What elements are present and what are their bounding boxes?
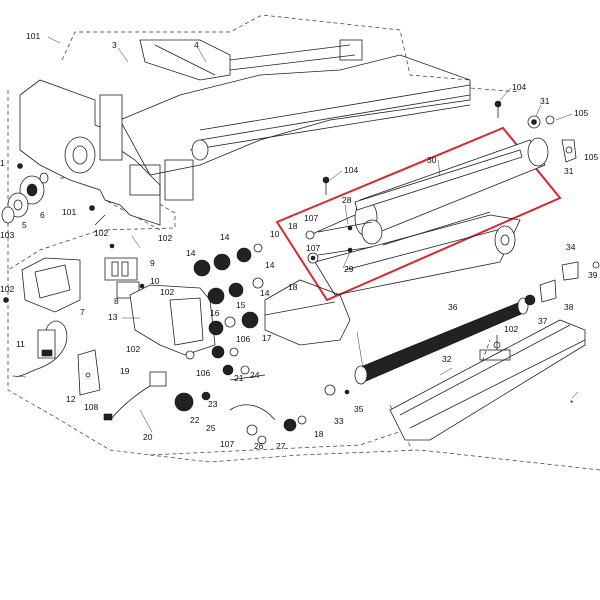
highlight-frame: [275, 126, 562, 302]
callout-106: 106: [236, 334, 250, 344]
callout-10: 10: [150, 276, 160, 286]
callout-3: 3: [112, 40, 117, 50]
lower-roller-assembly: [324, 261, 600, 441]
callout-1: 1: [0, 158, 5, 168]
callout-14: 14: [186, 248, 196, 258]
callout-101: 101: [26, 31, 40, 41]
callout-106: 106: [196, 368, 210, 378]
callout-16: 16: [210, 308, 220, 318]
callout-36: 36: [448, 302, 458, 312]
callout-26: 26: [254, 441, 264, 451]
callout-4: 4: [194, 40, 199, 50]
callout-32: 32: [442, 354, 452, 364]
callout-101: 101: [62, 207, 76, 217]
callout-102: 102: [0, 284, 14, 294]
callout-102: 102: [94, 228, 108, 238]
callout-19: 19: [120, 366, 130, 376]
callout-15: 15: [236, 300, 246, 310]
callout-39: 39: [588, 270, 598, 280]
callout-14: 14: [220, 232, 230, 242]
callout-104: 104: [344, 165, 358, 175]
callout-33: 33: [334, 416, 344, 426]
callout-13: 13: [108, 312, 118, 322]
callout-107: 107: [306, 243, 320, 253]
callout-21: 21: [234, 373, 244, 383]
highlighted-roller-assembly: [275, 126, 562, 302]
callout-34: 34: [566, 242, 576, 252]
callout-37: 37: [538, 316, 548, 326]
callout-38: 38: [564, 302, 574, 312]
callout-star: *: [570, 398, 574, 408]
callout-102: 102: [504, 324, 518, 334]
callout-107: 107: [304, 213, 318, 223]
callout-14: 14: [260, 288, 270, 298]
callout-102: 102: [158, 233, 172, 243]
callout-5: 5: [22, 220, 27, 230]
callout-105: 105: [584, 152, 598, 162]
callout-18: 18: [288, 282, 298, 292]
callout-23: 23: [208, 399, 218, 409]
callout-30: 30: [427, 155, 437, 165]
callout-labels: 101 3 4 104 31 105 105 31 30 104 1 5 6 1…: [0, 31, 598, 451]
callout-103: 103: [0, 230, 14, 240]
callout-12: 12: [66, 394, 76, 404]
callout-29: 29: [344, 264, 354, 274]
callout-24: 24: [250, 370, 260, 380]
left-gear-stack: [1, 163, 95, 224]
callout-35: 35: [354, 404, 364, 414]
callout-22: 22: [190, 415, 200, 425]
callout-104: 104: [512, 82, 526, 92]
left-bracket-parts: [3, 243, 151, 396]
callout-102: 102: [126, 344, 140, 354]
callout-105: 105: [574, 108, 588, 118]
callout-31: 31: [564, 166, 574, 176]
callout-6: 6: [40, 210, 45, 220]
callout-14: 14: [265, 260, 275, 270]
callout-8: 8: [114, 296, 119, 306]
central-gear-train: [103, 243, 351, 445]
callout-10: 10: [270, 229, 280, 239]
callout-27: 27: [276, 441, 286, 451]
callout-20: 20: [143, 432, 153, 442]
callout-25: 25: [206, 423, 216, 433]
callout-17: 17: [262, 333, 272, 343]
callout-11: 11: [16, 339, 25, 349]
leader-lines: [11, 36, 579, 433]
callout-18: 18: [314, 429, 324, 439]
callout-28: 28: [342, 195, 352, 205]
upper-frame-assembly: [19, 39, 471, 226]
callout-7: 7: [80, 307, 85, 317]
right-small-parts: [322, 100, 577, 195]
callout-107: 107: [220, 439, 234, 449]
callout-102: 102: [160, 287, 174, 297]
callout-31: 31: [540, 96, 550, 106]
callout-108: 108: [84, 402, 98, 412]
callout-9: 9: [150, 258, 155, 268]
callout-18: 18: [288, 221, 298, 231]
